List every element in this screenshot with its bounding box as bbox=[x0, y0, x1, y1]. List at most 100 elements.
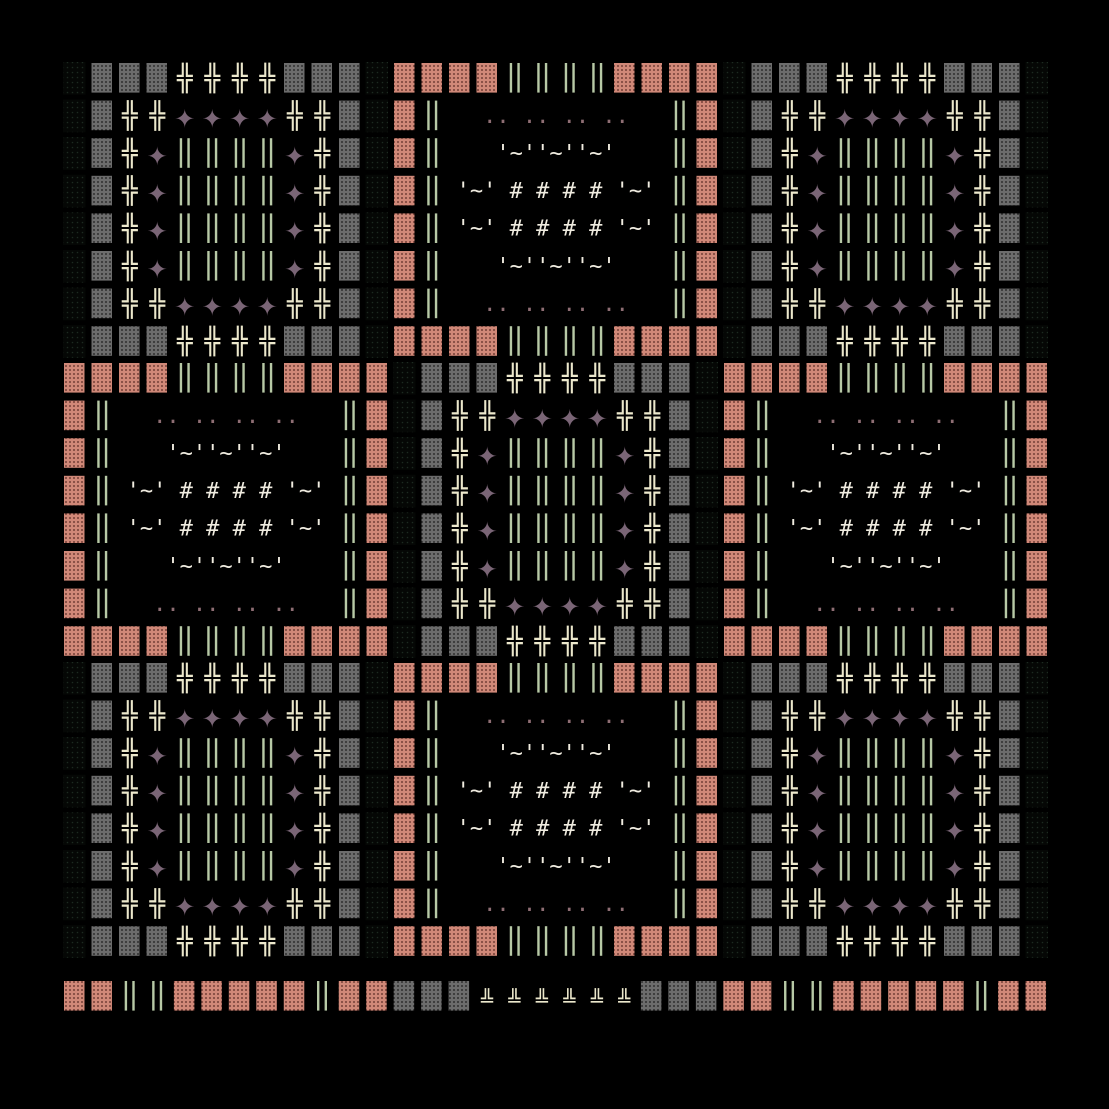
salmon-block bbox=[806, 363, 827, 393]
gray-block bbox=[311, 663, 332, 693]
star-glyph: ✦ bbox=[835, 884, 855, 924]
cross-glyph: ╬ bbox=[863, 62, 881, 94]
star-glyph: ✦ bbox=[835, 96, 855, 136]
green-bars bbox=[674, 775, 678, 806]
salmon-block bbox=[1026, 551, 1047, 581]
star-glyph: ✦ bbox=[147, 847, 167, 887]
green-bars bbox=[929, 138, 933, 168]
salmon-block bbox=[394, 251, 415, 281]
salmon-block bbox=[449, 326, 470, 356]
green-bars bbox=[544, 475, 548, 506]
shadow-cell bbox=[1025, 212, 1048, 245]
cross-glyph: ╬ bbox=[781, 812, 799, 844]
salmon-block bbox=[724, 363, 745, 393]
green-bars bbox=[572, 438, 575, 468]
salmon-block bbox=[696, 738, 717, 768]
gray-block bbox=[779, 926, 800, 956]
green-bars bbox=[427, 175, 430, 206]
green-bars bbox=[544, 926, 548, 956]
salmon-block bbox=[696, 663, 717, 693]
green-bars bbox=[344, 400, 348, 431]
cross-glyph: ╬ bbox=[121, 137, 139, 169]
salmon-block bbox=[64, 981, 85, 1011]
cross-glyph: ╬ bbox=[836, 62, 854, 94]
salmon-block bbox=[91, 363, 112, 393]
green-bars bbox=[674, 700, 678, 731]
cross-glyph: ╩ bbox=[562, 988, 576, 1012]
shadow-cell bbox=[723, 99, 746, 133]
gray-block bbox=[614, 363, 635, 393]
cross-glyph: ╬ bbox=[313, 737, 331, 769]
green-bars bbox=[234, 775, 238, 806]
cross-glyph: ╩ bbox=[507, 988, 521, 1012]
gray-block bbox=[999, 288, 1020, 319]
green-bars bbox=[187, 251, 190, 281]
cross-glyph: ╬ bbox=[781, 175, 799, 207]
cross-glyph: ╬ bbox=[451, 399, 469, 431]
green-bars bbox=[242, 775, 245, 806]
green-bars bbox=[207, 813, 210, 843]
green-bars bbox=[874, 138, 878, 168]
cross-glyph: ╬ bbox=[313, 99, 331, 131]
star-glyph: ✦ bbox=[175, 96, 195, 136]
ascii-row: .. .. .. .. bbox=[153, 592, 299, 617]
cross-glyph: ╬ bbox=[451, 587, 469, 619]
green-bars bbox=[434, 888, 438, 919]
salmon-block bbox=[64, 626, 85, 656]
green-bars bbox=[242, 175, 245, 206]
green-bars bbox=[894, 213, 898, 243]
green-bars bbox=[537, 326, 540, 356]
shadow-cell bbox=[695, 550, 718, 583]
gray-block bbox=[669, 363, 690, 393]
green-bars bbox=[104, 438, 108, 468]
cross-glyph: ╬ bbox=[781, 737, 799, 769]
green-bars bbox=[427, 888, 430, 919]
shadow-cell bbox=[1025, 812, 1048, 845]
green-bars bbox=[242, 626, 245, 656]
salmon-block bbox=[394, 851, 415, 881]
cross-glyph: ╬ bbox=[313, 775, 331, 807]
green-bars bbox=[867, 851, 870, 881]
salmon-block bbox=[669, 326, 690, 356]
green-bars bbox=[867, 175, 870, 206]
gray-block bbox=[119, 926, 140, 956]
star-glyph: ✦ bbox=[147, 172, 167, 212]
green-bars bbox=[592, 326, 595, 356]
green-bars bbox=[922, 738, 925, 768]
salmon-block bbox=[421, 663, 442, 693]
gray-block bbox=[999, 213, 1020, 243]
shadow-cell bbox=[63, 737, 86, 770]
green-bars bbox=[427, 100, 430, 131]
pattern-tile: .. .. .. ..'~''~''~''~' # # # # '~''~' #… bbox=[394, 63, 717, 356]
star-glyph: ✦ bbox=[257, 284, 277, 324]
green-bars bbox=[509, 63, 513, 93]
green-bars bbox=[242, 363, 245, 393]
green-bars bbox=[867, 363, 870, 393]
salmon-block bbox=[1026, 513, 1047, 543]
salmon-block bbox=[999, 363, 1020, 393]
salmon-block bbox=[1026, 363, 1047, 393]
cross-glyph: ╬ bbox=[643, 437, 661, 469]
shadow-cell bbox=[393, 362, 416, 395]
green-bars bbox=[179, 363, 183, 393]
cross-glyph: ╬ bbox=[506, 362, 524, 394]
salmon-block bbox=[750, 981, 772, 1011]
salmon-block bbox=[614, 63, 635, 93]
cross-glyph: ╬ bbox=[286, 699, 304, 731]
green-bars bbox=[929, 175, 933, 206]
green-bars bbox=[592, 475, 595, 506]
salmon-block bbox=[614, 663, 635, 693]
green-bars bbox=[599, 475, 603, 506]
green-bars bbox=[894, 775, 898, 806]
salmon-block bbox=[394, 175, 415, 206]
salmon-block bbox=[201, 981, 222, 1011]
green-bars bbox=[234, 138, 238, 168]
pattern-tile: .. .. .. ..'~''~''~''~' # # # # '~''~' #… bbox=[394, 663, 717, 956]
gray-block bbox=[91, 138, 112, 168]
gray-block bbox=[806, 63, 827, 93]
green-bars bbox=[97, 513, 100, 543]
shadow-cell bbox=[723, 887, 746, 921]
star-glyph: ✦ bbox=[835, 696, 855, 736]
green-bars bbox=[682, 138, 685, 168]
green-bars bbox=[179, 626, 183, 656]
